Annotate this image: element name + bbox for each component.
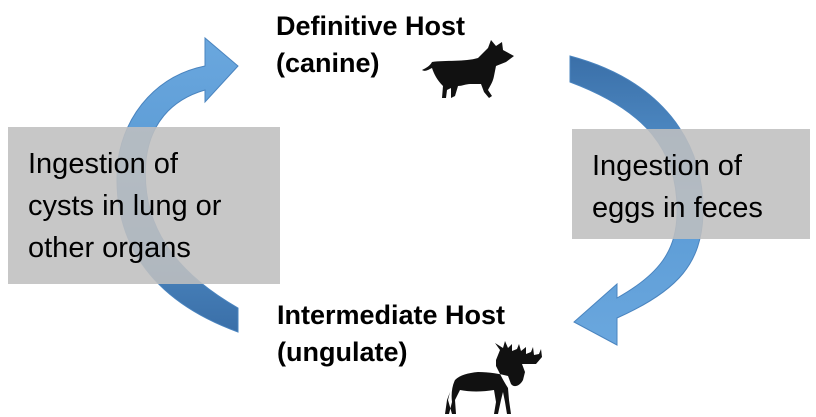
left-step-line-2: cysts in lung or	[28, 190, 222, 222]
intermediate-host-subtitle: (ungulate)	[277, 337, 408, 367]
moose-silhouette-icon	[445, 341, 542, 414]
dog-silhouette-icon	[422, 40, 514, 98]
right-step-label: Ingestion of eggs in feces	[572, 129, 810, 239]
right-step-line-2: eggs in feces	[592, 192, 763, 224]
left-step-label: Ingestion of cysts in lung or other orga…	[8, 127, 280, 284]
intermediate-host-title: Intermediate Host	[277, 300, 506, 330]
definitive-host-title: Definitive Host	[276, 11, 466, 41]
definitive-host-subtitle: (canine)	[276, 48, 380, 78]
definitive-host-label: Definitive Host (canine)	[276, 8, 465, 82]
left-step-line-3: other organs	[28, 232, 191, 264]
left-step-line-1: Ingestion of	[28, 148, 178, 180]
intermediate-host-label: Intermediate Host (ungulate)	[277, 297, 505, 371]
right-step-line-1: Ingestion of	[592, 150, 742, 182]
